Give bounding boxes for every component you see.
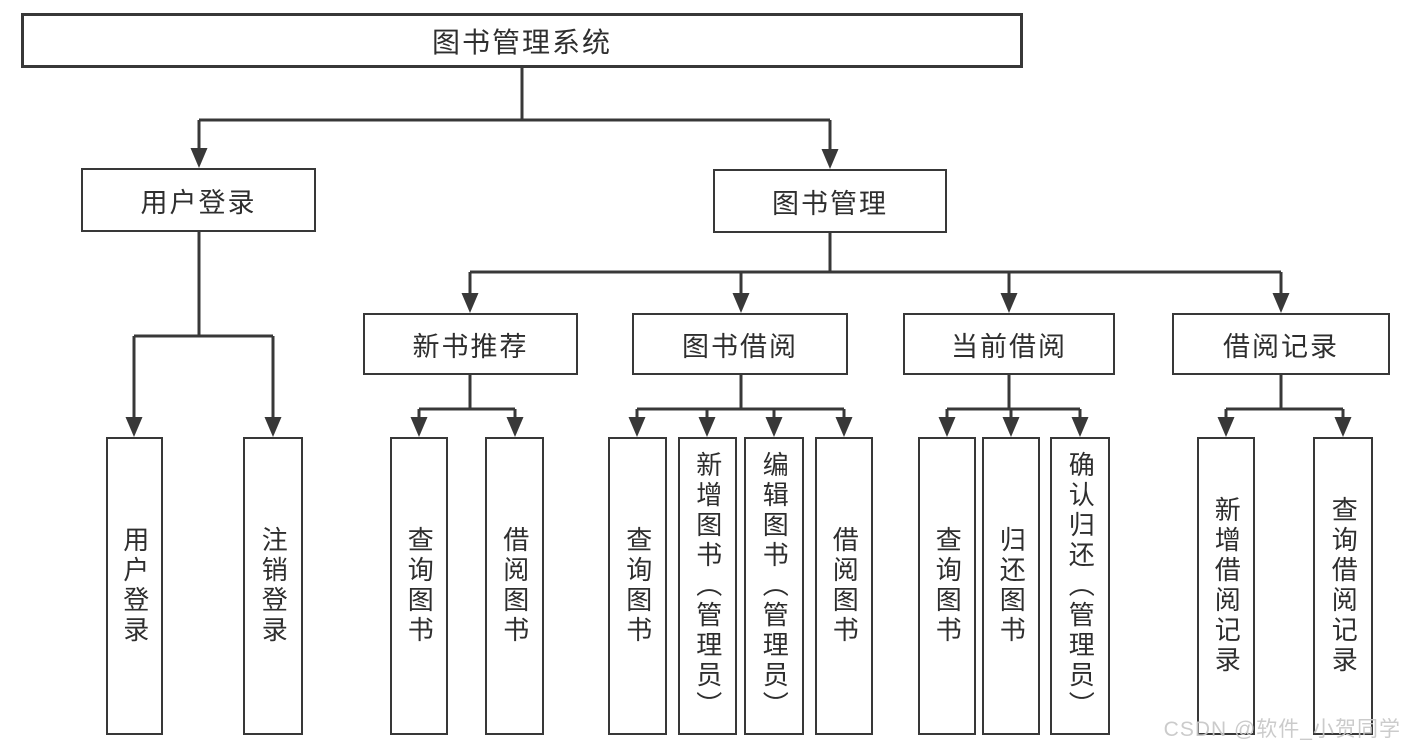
node-book-management: 图书管理 bbox=[713, 169, 947, 233]
node-leaf-add-borrow-record: 新增借阅记录 bbox=[1197, 437, 1255, 735]
node-label: 新增借阅记录 bbox=[1211, 496, 1242, 676]
node-leaf-user-login: 用户登录 bbox=[106, 437, 163, 735]
node-label: 图书借阅 bbox=[682, 331, 798, 362]
node-leaf-query-books-3: 查询图书 bbox=[918, 437, 976, 735]
node-label: 图书管理 bbox=[772, 188, 888, 219]
node-leaf-borrow-books-2: 借阅图书 bbox=[815, 437, 873, 735]
csdn-watermark: CSDN @软件_小贺同学 bbox=[1163, 718, 1401, 741]
node-label: 用户登录 bbox=[119, 526, 150, 646]
node-leaf-query-borrow-record: 查询借阅记录 bbox=[1313, 437, 1373, 735]
node-borrowing-records: 借阅记录 bbox=[1172, 313, 1390, 375]
node-new-book-recommendation: 新书推荐 bbox=[363, 313, 578, 375]
node-label: 查询图书 bbox=[622, 526, 653, 646]
node-label: 确认归还（管理员） bbox=[1065, 451, 1096, 721]
node-label: 借阅记录 bbox=[1223, 331, 1339, 362]
node-library-management-system: 图书管理系统 bbox=[21, 13, 1023, 68]
node-label: 用户登录 bbox=[140, 187, 257, 218]
node-leaf-query-books-1: 查询图书 bbox=[390, 437, 448, 735]
node-leaf-edit-books-admin: 编辑图书（管理员） bbox=[744, 437, 804, 735]
node-label: 新增图书（管理员） bbox=[692, 451, 723, 721]
node-label: 借阅图书 bbox=[499, 526, 530, 646]
node-leaf-logout: 注销登录 bbox=[243, 437, 303, 735]
node-label: 图书管理系统 bbox=[431, 26, 612, 58]
node-current-borrowing: 当前借阅 bbox=[903, 313, 1115, 375]
node-leaf-borrow-books-1: 借阅图书 bbox=[485, 437, 544, 735]
node-label: 注销登录 bbox=[258, 526, 289, 646]
node-label: 归还图书 bbox=[996, 526, 1027, 646]
node-label: 编辑图书（管理员） bbox=[759, 451, 790, 721]
node-leaf-query-books-2: 查询图书 bbox=[608, 437, 667, 735]
node-leaf-return-books: 归还图书 bbox=[982, 437, 1040, 735]
node-user-login-group: 用户登录 bbox=[81, 168, 316, 232]
node-label: 查询图书 bbox=[404, 526, 435, 646]
node-leaf-confirm-return-admin: 确认归还（管理员） bbox=[1050, 437, 1110, 735]
node-label: 查询借阅记录 bbox=[1328, 496, 1359, 676]
node-label: 新书推荐 bbox=[412, 331, 529, 362]
node-label: 查询图书 bbox=[932, 526, 963, 646]
node-label: 当前借阅 bbox=[951, 331, 1067, 362]
node-book-borrowing: 图书借阅 bbox=[632, 313, 848, 375]
node-leaf-add-books-admin: 新增图书（管理员） bbox=[678, 437, 737, 735]
node-label: 借阅图书 bbox=[829, 526, 860, 646]
